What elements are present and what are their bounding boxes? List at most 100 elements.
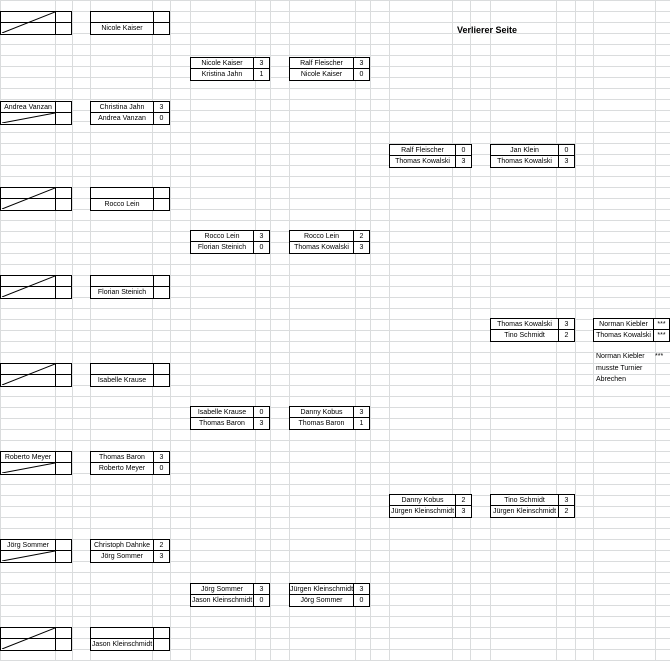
player-score: 1 <box>353 418 369 429</box>
player-row-1 <box>91 628 169 639</box>
player-score: 3 <box>455 156 471 167</box>
player-row-2: Kristina Jahn 1 <box>191 69 269 80</box>
player-name <box>91 364 153 374</box>
player-score: 0 <box>455 145 471 155</box>
bye-slash-line <box>1 112 55 123</box>
player-score: 3 <box>253 418 269 429</box>
player-score: 3 <box>353 584 369 594</box>
match-box: Jason Kleinschmidt <box>90 627 170 651</box>
player-name: Tino Schmidt <box>504 496 545 504</box>
player-name: Jörg Sommer <box>100 553 143 560</box>
player-row-2: Nicole Kaiser <box>91 23 169 34</box>
player-score: *** <box>653 330 669 341</box>
player-score: 2 <box>455 495 471 505</box>
player-score: *** <box>653 319 669 329</box>
player-name: Thomas Baron <box>99 453 145 461</box>
player-score <box>153 276 169 286</box>
player-name: Christoph Dahnke <box>93 541 151 549</box>
player-row-2 <box>1 375 71 386</box>
player-name: Florian Steinich <box>97 289 147 296</box>
bye-slash <box>1 550 55 561</box>
bye-slash <box>1 112 55 123</box>
player-score: 3 <box>253 58 269 68</box>
player-row-2 <box>1 113 71 124</box>
player-row-1 <box>91 364 169 375</box>
player-name: Kristina Jahn <box>201 71 243 78</box>
match-box: Andrea Vanzan <box>0 101 72 125</box>
player-row-2 <box>1 551 71 562</box>
player-score <box>55 287 71 298</box>
player-score <box>55 364 71 374</box>
player-score <box>55 12 71 22</box>
player-name: Tino Schmidt <box>504 332 545 339</box>
player-row-1: Jörg Sommer <box>1 540 71 551</box>
player-name: Thomas Kowalski <box>497 158 552 165</box>
player-score <box>55 23 71 34</box>
player-row-1 <box>1 12 71 23</box>
player-score <box>55 113 71 124</box>
player-name: Norman Kiebler <box>599 320 648 328</box>
player-name: Thomas Kowalski <box>596 332 651 339</box>
match-box <box>0 363 72 387</box>
player-name: Roberto Meyer <box>98 465 146 472</box>
player-name: Rocco Lein <box>303 232 340 240</box>
player-name: Isabelle Krause <box>197 408 247 416</box>
player-score: 2 <box>558 330 574 341</box>
player-name: Nicole Kaiser <box>101 25 143 32</box>
player-name: Thomas Kowalski <box>294 244 349 251</box>
player-row-1: Norman Kiebler *** <box>594 319 669 330</box>
player-score: 0 <box>253 242 269 253</box>
player-score <box>55 375 71 386</box>
player-score <box>55 102 71 112</box>
player-name: Jürgen Kleinschmidt <box>492 508 557 515</box>
player-row-1: Andrea Vanzan <box>1 102 71 113</box>
player-name: Danny Kobus <box>300 408 343 416</box>
player-name: Nicole Kaiser <box>300 71 343 78</box>
player-score: 3 <box>153 102 169 112</box>
player-name: Thomas Baron <box>199 420 245 427</box>
player-row-2 <box>1 287 71 298</box>
player-score: 0 <box>253 407 269 417</box>
player-row-2: Florian Steinich <box>91 287 169 298</box>
player-score <box>153 364 169 374</box>
player-score: 1 <box>253 69 269 80</box>
player-name: Andrea Vanzan <box>4 103 52 111</box>
match-box <box>0 275 72 299</box>
player-score: 3 <box>353 58 369 68</box>
player-row-1 <box>91 12 169 23</box>
bye-slash-line <box>1 462 55 473</box>
note-line-2: musste Turnier <box>596 365 643 372</box>
player-row-1 <box>91 276 169 287</box>
bye-slash-line <box>1 188 55 209</box>
player-name: Jürgen Kleinschmidt <box>390 508 455 515</box>
player-score <box>55 276 71 286</box>
bye-slash <box>1 12 55 33</box>
player-score <box>55 551 71 562</box>
player-name: Jan Klein <box>510 146 539 154</box>
match-box <box>0 627 72 651</box>
player-score: 3 <box>558 495 574 505</box>
bye-slash <box>1 276 55 297</box>
player-row-2 <box>1 199 71 210</box>
match-box <box>0 187 72 211</box>
bye-slash-line <box>1 12 55 33</box>
